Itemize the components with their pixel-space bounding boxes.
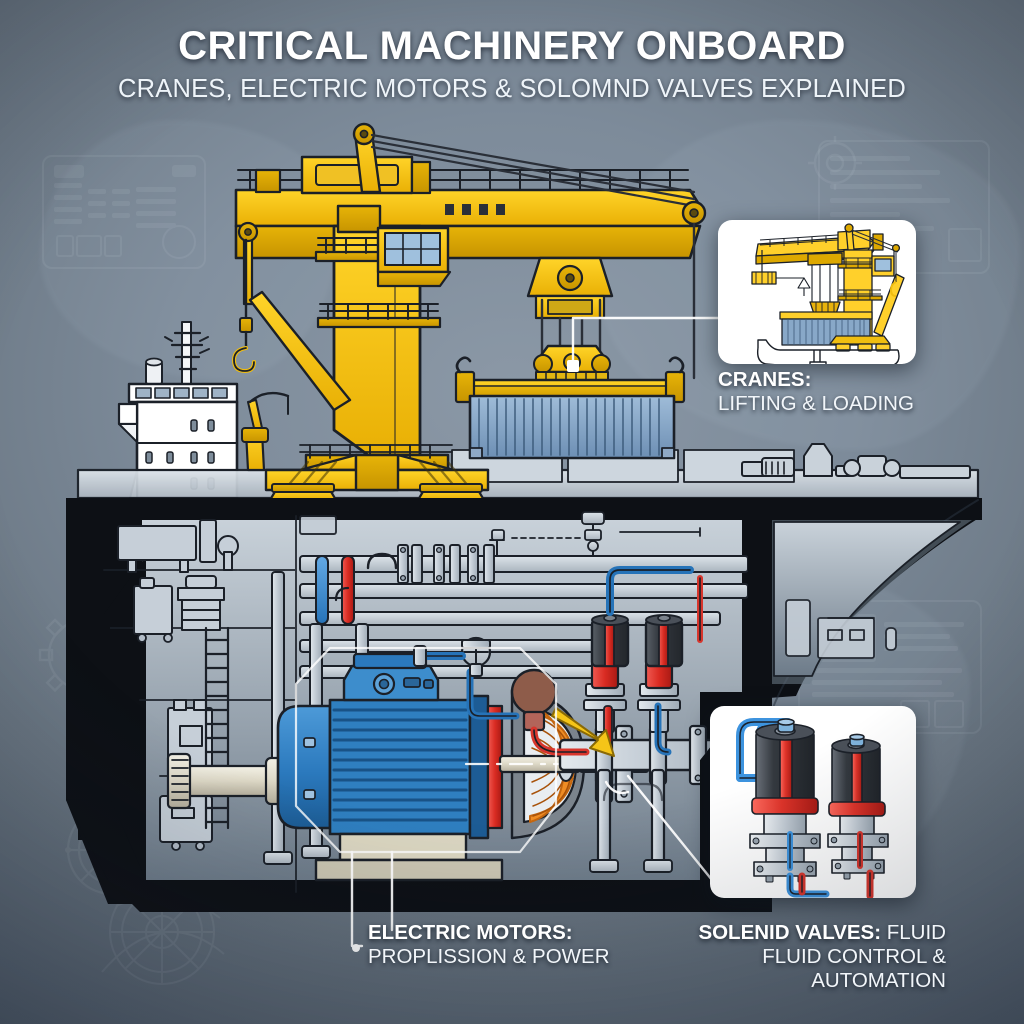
- solenoid-valve-b: [827, 733, 889, 898]
- solenoid-valve-inline-1: [583, 614, 630, 745]
- leader-crane: [571, 316, 726, 368]
- engine-room: [103, 511, 748, 893]
- leader-lines: [294, 316, 726, 948]
- leader-valve: [626, 774, 714, 882]
- page-title: CRITICAL MACHINERY ONBOARD: [178, 24, 846, 68]
- callout-valves-body: FLUID CONTROL & AUTOMATION: [762, 945, 946, 993]
- callout-valves-heading: SOLENID VALVES:: [698, 921, 882, 944]
- callout-motors-heading: ELECTRIC MOTORS:: [368, 921, 573, 944]
- header-block: CRITICAL MACHINERY ONBOARD CRANES, ELECT…: [0, 24, 1024, 104]
- crane-inset-illustration: [751, 223, 905, 364]
- valve-inset-panel[interactable]: [710, 706, 916, 898]
- page-subtitle: CRANES, ELECTRIC MOTORS & SOLOMND VALVES…: [118, 75, 906, 103]
- callout-motors: ELECTRIC MOTORS: PROPLISSION & POWER: [368, 921, 610, 969]
- callout-motors-body: PROPLISSION & POWER: [368, 945, 610, 969]
- solenoid-valve-inline-2: [637, 614, 684, 756]
- callout-cranes-body: LIFTING & LOADING: [718, 392, 914, 416]
- leader-motor: [294, 646, 558, 854]
- solenoid-valve-a: [749, 718, 830, 898]
- valve-arrow-annotation: [551, 707, 615, 757]
- leader-dots: [352, 360, 579, 952]
- callout-cranes: CRANES: LIFTING & LOADING: [718, 368, 914, 416]
- crane-inset-panel[interactable]: [718, 220, 916, 364]
- callout-valves-inline: FLUID: [881, 921, 946, 944]
- leader-valve-hook: [604, 780, 630, 795]
- deck-crane: [232, 122, 707, 502]
- callout-cranes-heading: CRANES:: [718, 368, 812, 391]
- valve-inset-illustration: [736, 718, 889, 898]
- callout-valves: SOLENID VALVES: FLUID FLUID CONTROL & AU…: [636, 921, 946, 994]
